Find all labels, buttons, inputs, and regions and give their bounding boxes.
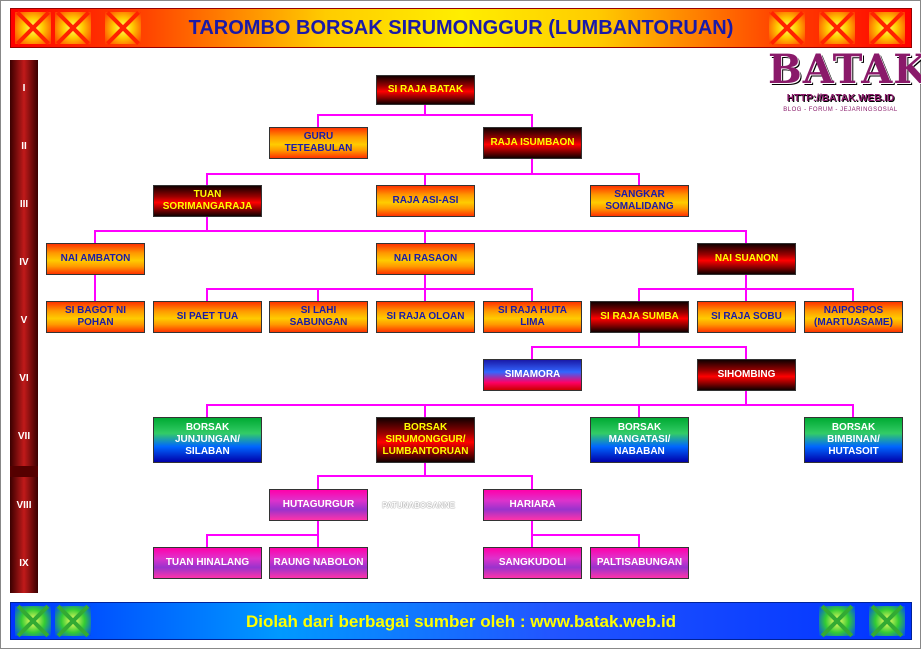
node-raja-asi-asi: RAJA ASI-ASI [376, 185, 475, 217]
note-label: PATUNABOGANNE [382, 501, 456, 510]
generation-label: VII [10, 408, 38, 466]
connector-line [531, 521, 640, 547]
logo-tagline: BLOG - FORUM - JEJARINGSOSIAL [783, 107, 898, 113]
node-si-raja-sobu: SI RAJA SOBU [697, 301, 796, 333]
connector-line [425, 114, 533, 127]
title-banner: TAROMBO BORSAK SIRUMONGGUR (LUMBANTORUAN… [10, 8, 912, 48]
star-ornament-icon [55, 12, 91, 44]
connector-line [94, 217, 208, 243]
connector-line [746, 288, 854, 301]
node-si-raja-oloan: SI RAJA OLOAN [376, 301, 475, 333]
node-si-bagot-ni-pohan: SI BAGOT NI POHAN [46, 301, 145, 333]
connector-line [746, 404, 854, 417]
connector-line [532, 173, 640, 185]
connector-line [425, 288, 533, 301]
connector-line [317, 105, 426, 127]
node-tuan-hinalang: TUAN HINALANG [153, 547, 262, 579]
node-hutagurgur: HUTAGURGUR [269, 489, 368, 521]
node-sihombing: SIHOMBING [697, 359, 796, 391]
connector-line [639, 346, 747, 359]
node-borsak-bimbinan: BORSAK BIMBINAN/ HUTASOIT [804, 417, 903, 463]
star-ornament-icon [769, 12, 805, 44]
node-raja-isumbaon: RAJA ISUMBAON [483, 127, 582, 159]
node-guru-teteabulan: GURU TETEABULAN [269, 127, 368, 159]
footer-banner: Diolah dari berbagai sumber oleh : www.b… [10, 602, 912, 640]
node-nai-suanon: NAI SUANON [697, 243, 796, 275]
generation-label: IX [10, 535, 38, 593]
node-borsak-junjungan: BORSAK JUNJUNGAN/ SILABAN [153, 417, 262, 463]
connector-line [317, 463, 426, 489]
connector-line [531, 333, 640, 359]
node-tuan-sorimangaraja: TUAN SORIMANGARAJA [153, 185, 262, 217]
generation-label: VI [10, 350, 38, 408]
star-ornament-icon [105, 12, 141, 44]
node-si-lahi-sabungan: SI LAHI SABUNGAN [269, 301, 368, 333]
generation-label: IV [10, 234, 38, 292]
node-borsak-sirumonggur: BORSAK SIRUMONGGUR/ LUMBANTORUAN [376, 417, 475, 463]
star-ornament-icon [15, 12, 51, 44]
generation-label: I [10, 60, 38, 118]
generation-label: VIII [10, 477, 38, 535]
connector-line [206, 391, 747, 417]
connector-line [638, 275, 747, 301]
batak-logo: BATAK HTTP://BATAK.WEB.ID BLOG - FORUM -… [768, 46, 921, 122]
logo-name: BATAK [768, 46, 921, 93]
node-sangkar-somalidang: SANGKAR SOMALIDANG [590, 185, 689, 217]
star-ornament-icon [55, 606, 91, 636]
footer-credit: Diolah dari berbagai sumber oleh : www.b… [245, 612, 677, 631]
star-ornament-icon [869, 12, 905, 44]
generation-label: V [10, 292, 38, 350]
node-naipospos: NAIPOSPOS (MARTUASAME) [804, 301, 903, 333]
generation-label: III [10, 176, 38, 234]
node-si-raja-batak: SI RAJA BATAK [376, 75, 475, 105]
node-nai-ambaton: NAI AMBATON [46, 243, 145, 275]
connector-line [207, 230, 747, 243]
connector-line [206, 521, 319, 547]
node-hariara: HARIARA [483, 489, 582, 521]
star-ornament-icon [15, 606, 51, 636]
node-si-paet-tua: SI PAET TUA [153, 301, 262, 333]
node-sangkudoli: SANGKUDOLI [483, 547, 582, 579]
star-ornament-icon [869, 606, 905, 636]
node-borsak-mangatasi: BORSAK MANGATASI/ NABABAN [590, 417, 689, 463]
node-simamora: SIMAMORA [483, 359, 582, 391]
connector-line [425, 475, 533, 489]
page-title: TAROMBO BORSAK SIRUMONGGUR (LUMBANTORUAN… [188, 17, 734, 39]
node-si-raja-sumba: SI RAJA SUMBA [590, 301, 689, 333]
node-paltisabungan: PALTISABUNGAN [590, 547, 689, 579]
node-raung-nabolon: RAUNG NABOLON [269, 547, 368, 579]
node-si-raja-huta-lima: SI RAJA HUTA LIMA [483, 301, 582, 333]
connector-line [206, 159, 533, 185]
connector-line [206, 275, 426, 301]
node-nai-rasaon: NAI RASAON [376, 243, 475, 275]
logo-url: HTTP://BATAK.WEB.ID [786, 93, 895, 104]
star-ornament-icon [819, 606, 855, 636]
star-ornament-icon [819, 12, 855, 44]
generation-label: II [10, 118, 38, 176]
